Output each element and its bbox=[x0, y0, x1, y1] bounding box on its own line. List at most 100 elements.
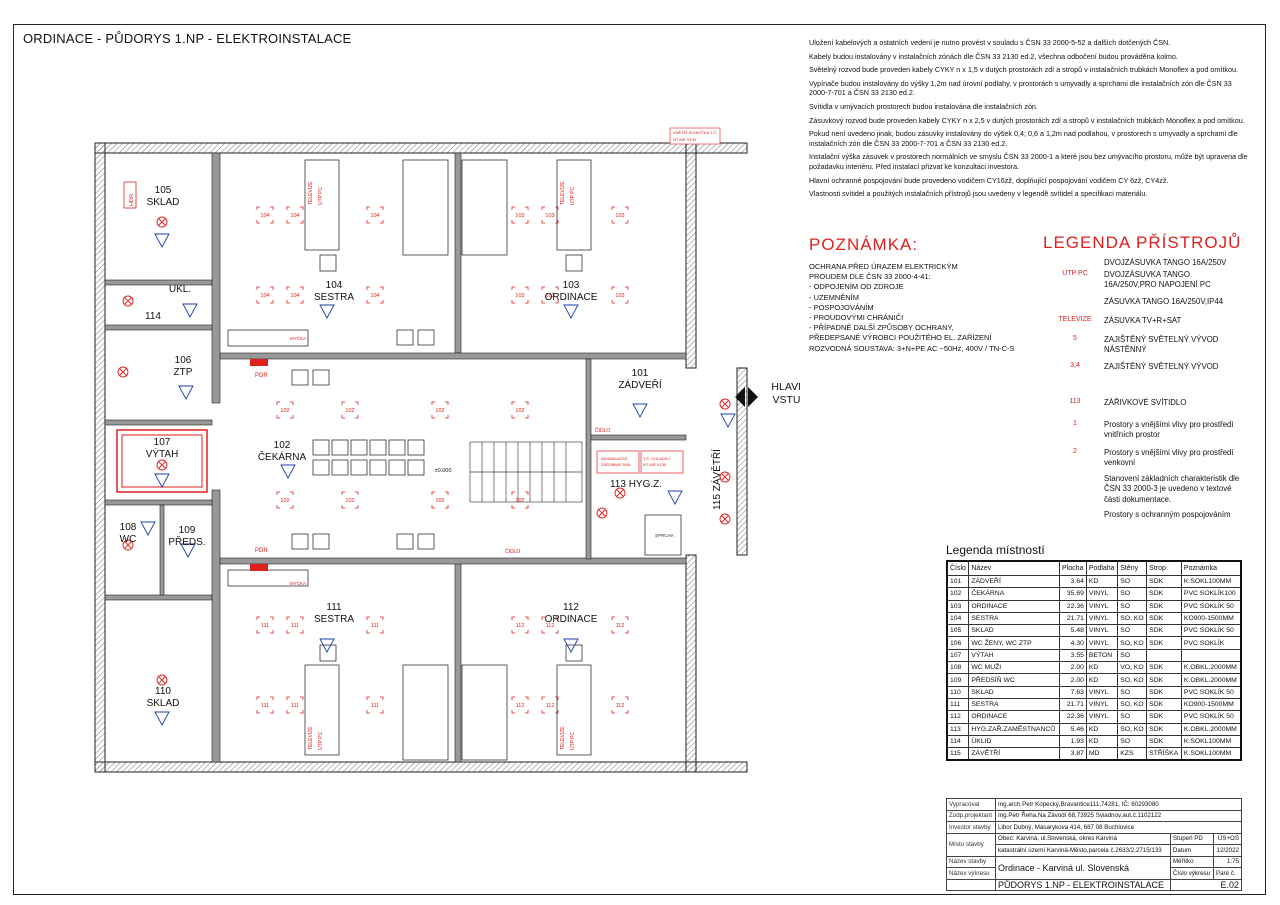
table-cell: 104 bbox=[946, 611, 970, 626]
legend-item: Prostory s vnějšími vlivy pro prostředí … bbox=[1104, 448, 1234, 468]
table-cell: SDK bbox=[1146, 685, 1182, 699]
tb-zodp: Ing.Petr Řeha,Na Závodí 68,73925 Sviadno… bbox=[995, 809, 1242, 822]
table-cell: 115 bbox=[946, 747, 970, 761]
table-cell: PŘEDSÍŇ WC bbox=[968, 673, 1060, 687]
room-num-105: 105 bbox=[155, 185, 172, 196]
svg-text:112: 112 bbox=[546, 623, 555, 629]
table-cell: VÝTAH bbox=[968, 648, 1060, 663]
tb-investor: Libor Dubný, Masarykova 414, 687 08 Buch… bbox=[995, 821, 1242, 834]
tb-misto-label: Místo stavby bbox=[946, 832, 996, 857]
poznamka-title: POZNÁMKA: bbox=[809, 235, 919, 254]
table-cell: SO bbox=[1117, 710, 1148, 724]
cidlo-label-1: ČIDLO bbox=[595, 427, 610, 434]
light-fixture: 102 bbox=[276, 401, 294, 419]
room-name-110: SKLAD bbox=[147, 698, 180, 709]
environment-triangle-symbol bbox=[178, 385, 194, 400]
environment-triangle-symbol bbox=[632, 403, 648, 418]
pdr-label-1: PDR bbox=[255, 373, 268, 379]
svg-text:103: 103 bbox=[545, 293, 554, 299]
table-cell bbox=[1146, 648, 1182, 663]
table-cell: 2.00 bbox=[1058, 673, 1087, 687]
light-fixture: 102 bbox=[431, 491, 449, 509]
environment-triangle-symbol bbox=[319, 304, 335, 319]
table-cell: SO bbox=[1117, 574, 1148, 589]
table-cell: SO, KO bbox=[1117, 722, 1148, 736]
entrance-label-1: HLAVNÍ bbox=[771, 380, 800, 393]
svg-text:102: 102 bbox=[435, 408, 444, 414]
svg-text:112: 112 bbox=[516, 703, 525, 709]
light-fixture: 104 bbox=[256, 206, 274, 224]
legend-item: ZÁSUVKA TANGO 16A/250V,IP44 bbox=[1104, 297, 1224, 306]
light-fixture: 103 bbox=[611, 206, 629, 224]
light-fixture: 103 bbox=[541, 206, 559, 224]
table-cell: 103 bbox=[946, 599, 970, 613]
table-cell: PVC SOKLÍK 50 bbox=[1180, 710, 1242, 724]
table-cell: 4.30 bbox=[1058, 636, 1087, 650]
svg-text:111: 111 bbox=[261, 703, 269, 709]
table-cell: K.SOKL100MM bbox=[1180, 747, 1242, 761]
table-cell: K.SOKL100MM bbox=[1180, 574, 1242, 589]
table-cell: K.OBKL.2000MM bbox=[1180, 673, 1242, 687]
room-num-103: 103 bbox=[563, 280, 580, 291]
room-num-114: 114 bbox=[145, 311, 161, 322]
svg-text:102: 102 bbox=[280, 408, 289, 414]
legend-symbol: TELEVIZE bbox=[1058, 316, 1092, 323]
outer-walls bbox=[94, 142, 748, 773]
legend-item: Prostory s ochranným pospojováním bbox=[1104, 510, 1231, 519]
utp-label-104: UTP PC bbox=[318, 186, 324, 205]
ceiling-outlet-symbol bbox=[156, 459, 168, 471]
tv-label-104: TELEVIZE bbox=[308, 181, 314, 205]
room-name-102: ČEKÁRNA bbox=[258, 450, 307, 463]
room-num-106: 106 bbox=[175, 355, 192, 366]
legend-item: ZAJIŠTĚNÝ SVĚTELNÝ VÝVOD NÁSTĚNNÝ bbox=[1104, 335, 1219, 355]
outdoor-unit-label-2: NT AIR X130 bbox=[673, 137, 697, 142]
table-cell: STŘÍŠKA bbox=[1146, 747, 1182, 761]
ceiling-outlet-symbol bbox=[122, 539, 134, 551]
table-cell: 3.87 bbox=[1058, 747, 1087, 761]
table-cell: ORDINACE bbox=[968, 599, 1060, 613]
table-cell: 3.64 bbox=[1058, 574, 1087, 589]
table-cell: KZS bbox=[1117, 747, 1148, 761]
tb-datum: 12/2022 bbox=[1212, 844, 1243, 857]
ceiling-outlet-symbol bbox=[719, 471, 731, 483]
table-cell: 21.71 bbox=[1058, 697, 1087, 712]
table-cell: 21.71 bbox=[1058, 611, 1087, 626]
table-cell: K.OBKL.2000MM bbox=[1180, 722, 1242, 736]
rooms-table-header: Strop bbox=[1146, 560, 1182, 576]
table-cell: VO, KO bbox=[1117, 661, 1148, 675]
utp-label-112: UTP PC bbox=[570, 731, 576, 750]
room-num-104: 104 bbox=[326, 280, 343, 291]
table-cell: 106 bbox=[946, 636, 970, 650]
table-cell: SDK bbox=[1146, 673, 1182, 687]
table-cell: SO bbox=[1117, 734, 1148, 749]
floor-plan: 1041041041041041041031031031031031031111… bbox=[94, 127, 800, 773]
general-notes: Uložení kabelových a ostatních vedení je… bbox=[809, 38, 1249, 203]
room-name-103: ORDINACE bbox=[545, 292, 598, 303]
table-cell: HYG.ZAŘ.ZAMĚSTNANCŮ bbox=[968, 722, 1060, 736]
environment-triangle-symbol bbox=[180, 543, 196, 558]
svg-text:104: 104 bbox=[260, 213, 269, 219]
rooms-table-header: Číslo bbox=[946, 560, 970, 576]
environment-triangle-symbol bbox=[154, 473, 170, 488]
table-cell: PVC SOKLÍK 50 bbox=[1180, 599, 1242, 613]
light-fixture: 104 bbox=[286, 286, 304, 304]
table-cell: KD bbox=[1085, 673, 1119, 687]
table-cell: ÚKLID bbox=[968, 734, 1060, 749]
note-paragraph: Zásuvkový rozvod bude proveden kabely CY… bbox=[809, 115, 1245, 125]
table-cell: 102 bbox=[946, 587, 970, 601]
ceiling-outlet-symbol bbox=[117, 366, 129, 378]
table-cell: 7.63 bbox=[1058, 685, 1087, 699]
poznamka-line: - PROUDOVÝMI CHRÁNIČI bbox=[809, 313, 904, 323]
svg-text:112: 112 bbox=[616, 703, 625, 709]
light-fixture: 104 bbox=[286, 206, 304, 224]
outdoor-unit-label: VNĚJŠÍ JEDNOTKA T.Č. bbox=[673, 130, 717, 135]
rooms-table-header: Název bbox=[968, 560, 1060, 576]
table-cell: PVC SOKLÍK 50 bbox=[1180, 624, 1242, 638]
legend-item: Stanovení základních charakteristik dle … bbox=[1104, 474, 1240, 504]
poznamka-line: - PŘÍPADNÉ DALŠÍ ZPŮSOBY OCHRANY, bbox=[809, 323, 954, 333]
table-cell: 35.69 bbox=[1058, 587, 1087, 601]
level-mark: ±0.000 bbox=[435, 468, 452, 474]
